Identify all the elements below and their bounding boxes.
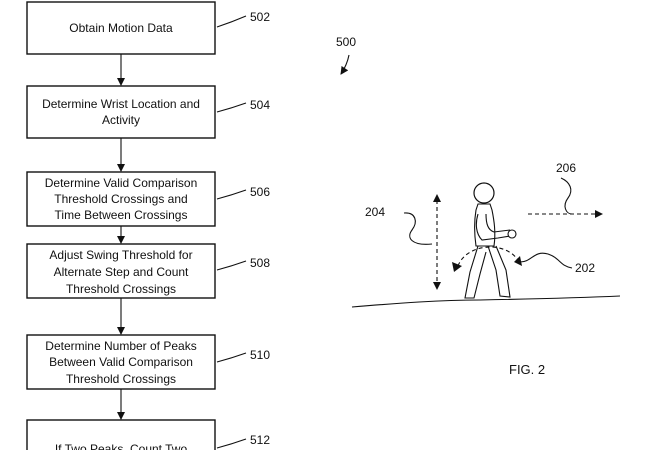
step-508-box: Adjust Swing Threshold for Alternate Ste… [26,243,216,299]
arm-swing-arc [457,246,519,267]
flowchart: Obtain Motion Data Determine Wrist Locat… [26,1,356,450]
person-torso [473,203,496,247]
step-512-line-1: If Two Peaks, Count Two [55,442,188,450]
ground-line [351,295,621,308]
ref-204: 204 [365,205,385,219]
person-leg-front [487,245,511,298]
ref-206: 206 [556,161,576,175]
swing-arrow-head-right [514,256,522,266]
person-hand [507,229,517,239]
step-502-line-1: Obtain Motion Data [69,21,173,35]
swing-arrow-head-left [452,262,462,272]
ref-508: 508 [250,256,270,270]
step-506-line-2: Threshold Crossings and [54,192,187,206]
leader-510 [216,352,247,363]
leader-506 [216,189,247,200]
ref-502: 502 [250,10,270,24]
step-506-box: Determine Valid Comparison Threshold Cro… [26,171,216,227]
leader-202 [519,252,573,269]
figure-caption: FIG. 2 [509,362,545,377]
person-figure [464,182,517,299]
person-head [473,182,495,204]
walking-illustration: 204 206 202 FIG. 2 [351,161,621,377]
vertical-arrow-head-down [433,282,441,290]
leader-206 [560,177,573,215]
step-512-box: If Two Peaks, Count Two [26,419,216,450]
step-510-line-1: Determine Number of Peaks [45,339,196,353]
step-506-line-3: Time Between Crossings [55,208,188,222]
step-504-line-1: Determine Wrist Location and [42,97,200,111]
step-508-line-2: Alternate Step and Count [54,265,189,279]
ref-202: 202 [575,261,595,275]
forward-arrow-head [595,210,603,218]
ref-504: 504 [250,98,270,112]
ref-506: 506 [250,185,270,199]
ref-510: 510 [250,348,270,362]
person-arm-inner [485,213,511,233]
step-510-box: Determine Number of Peaks Between Valid … [26,334,216,390]
step-510-line-2: Between Valid Comparison [49,355,193,369]
leader-502 [216,15,247,28]
step-510-line-3: Threshold Crossings [66,372,176,386]
step-504-line-2: Activity [102,113,140,127]
leader-204 [403,212,433,245]
pointer-500 [340,54,350,75]
step-506-line-1: Determine Valid Comparison [45,176,198,190]
leader-508 [216,260,247,271]
person-leg-back [464,245,487,299]
leader-504 [216,102,247,113]
step-508-line-3: Threshold Crossings [66,282,176,296]
ref-512: 512 [250,433,270,447]
step-504-box: Determine Wrist Location and Activity [26,85,216,139]
vertical-arrow-head-up [433,194,441,202]
leader-512 [216,438,247,449]
step-508-line-1: Adjust Swing Threshold for [49,248,192,262]
person-arm [475,213,511,241]
step-502-box: Obtain Motion Data [26,1,216,55]
ref-500: 500 [336,35,356,49]
